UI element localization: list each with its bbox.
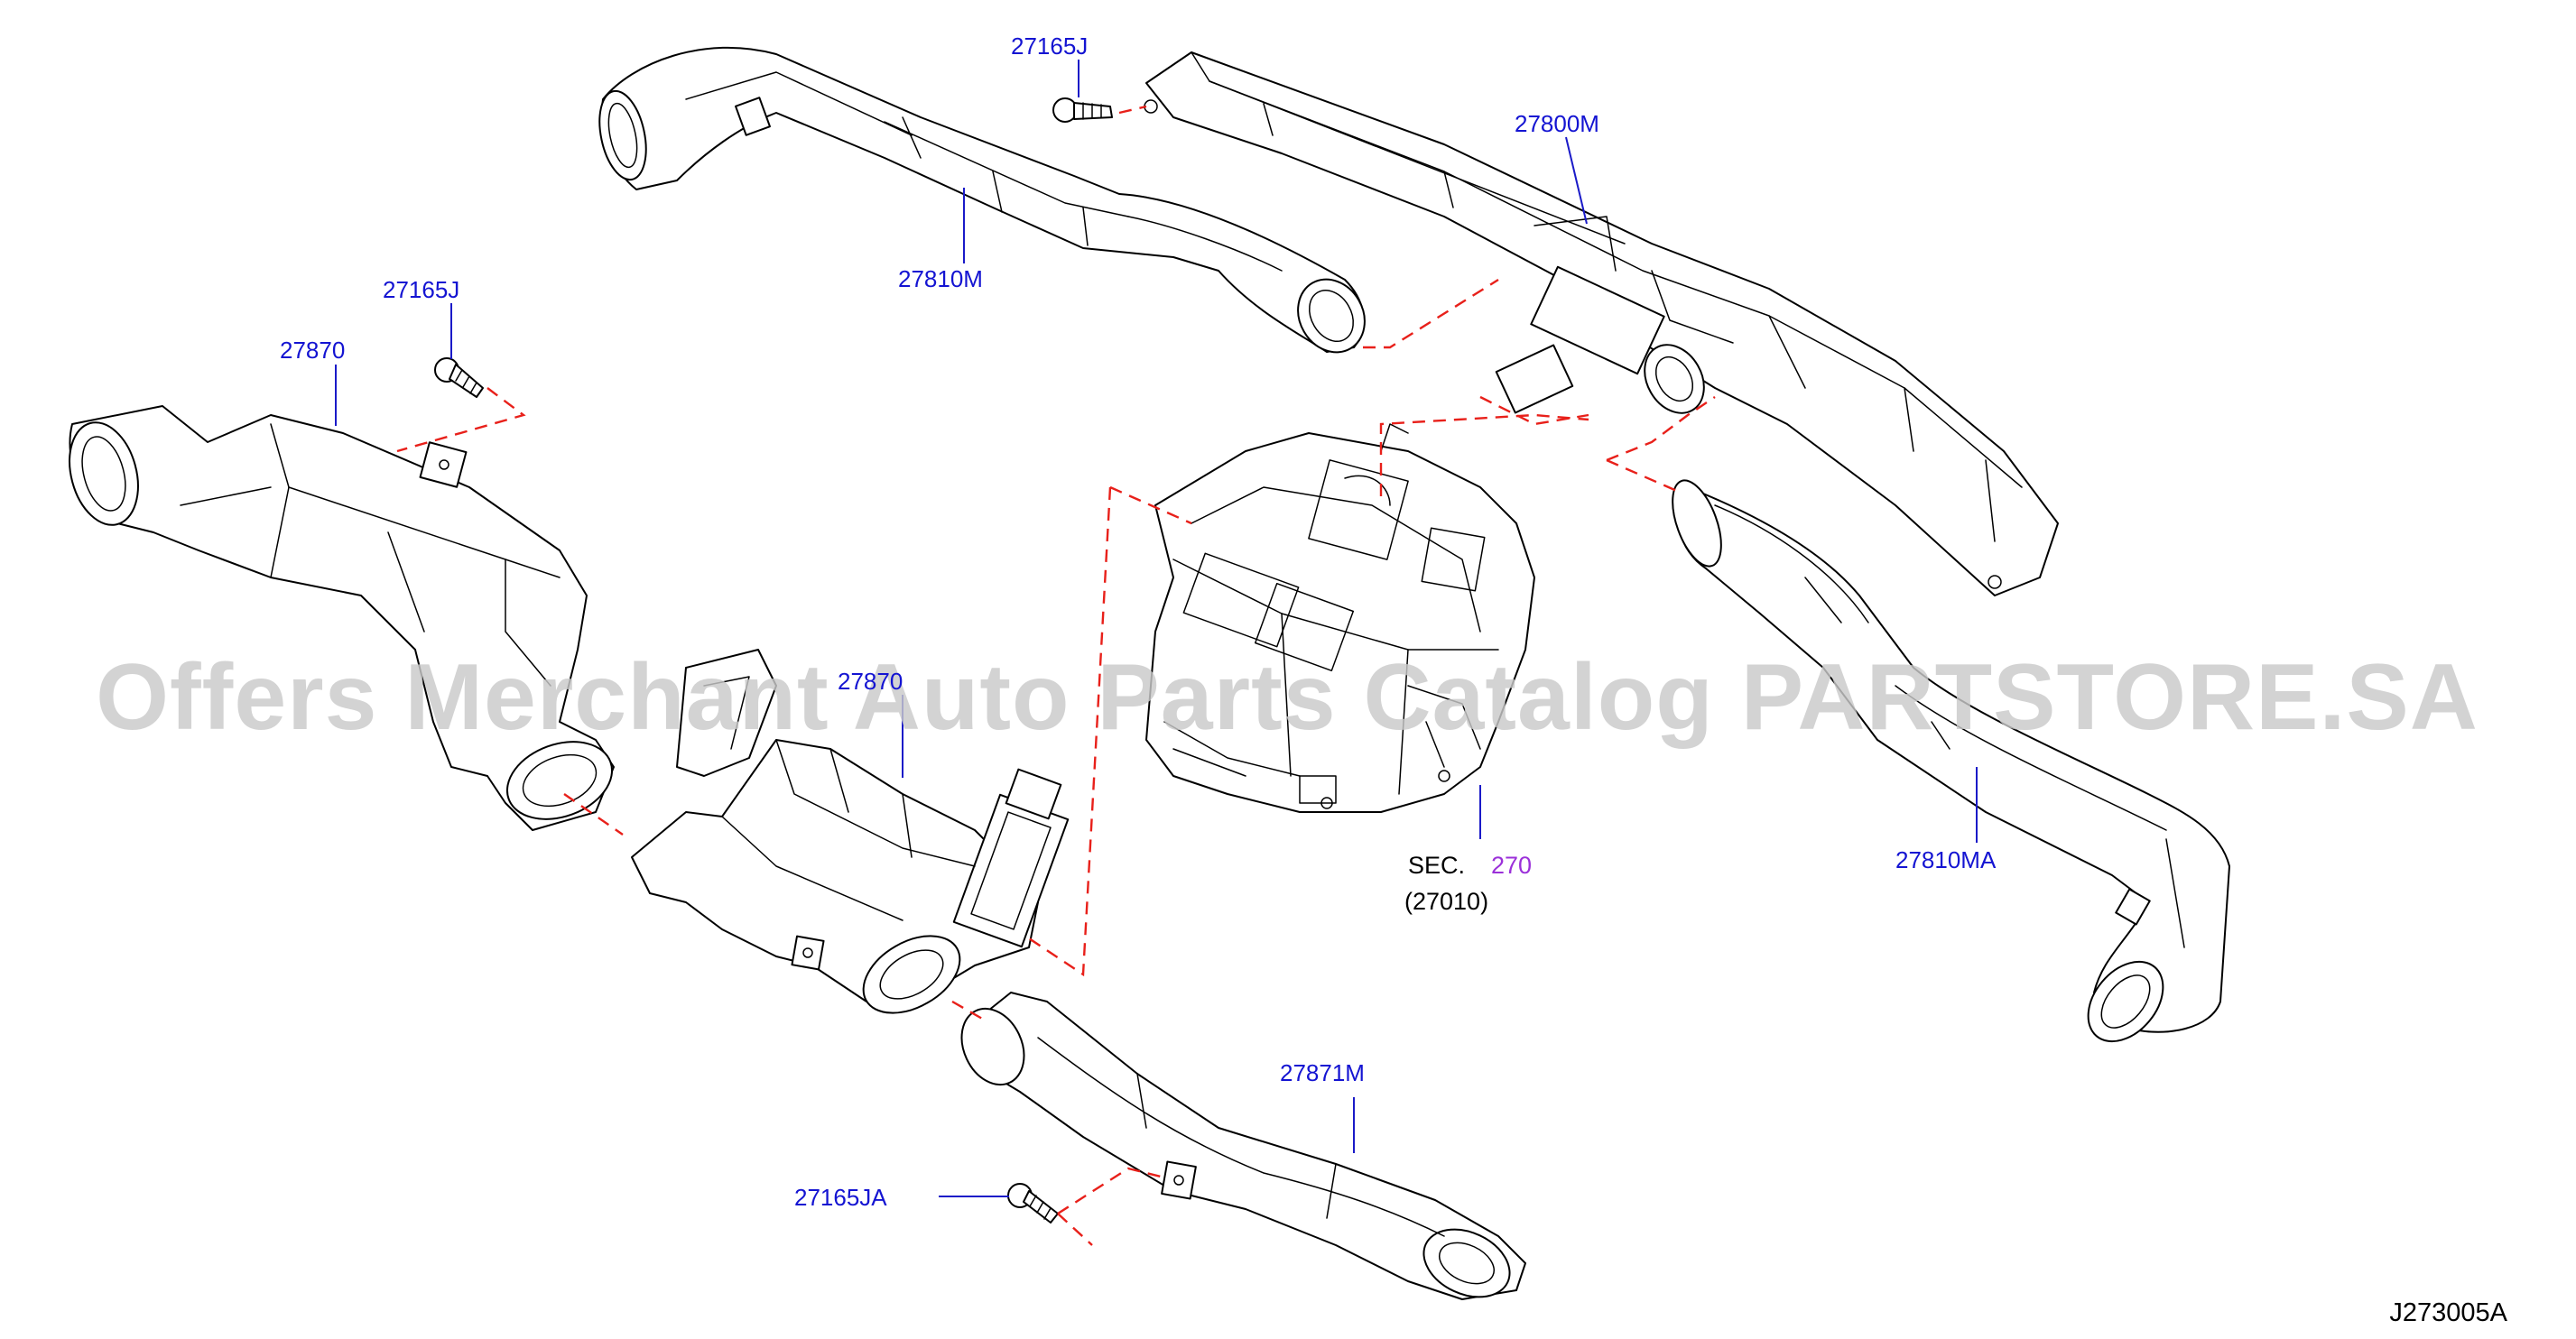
callout-leaders (335, 60, 1978, 1197)
heater-unit-sec-270[interactable] (1145, 423, 1535, 813)
callout-27810M[interactable]: 27810M (898, 265, 983, 292)
dashed-connectors (396, 105, 1716, 1246)
section-ref-number[interactable]: 270 (1491, 852, 1532, 879)
diagram-code: J273005A (2389, 1298, 2507, 1327)
callout-27810MA[interactable]: 27810MA (1895, 846, 1997, 873)
callout-27165J-top[interactable]: 27165J (1011, 32, 1088, 60)
clip-27165J-left[interactable] (434, 357, 484, 398)
section-ref-prefix: SEC. (1408, 852, 1465, 879)
duct-27871M[interactable] (950, 992, 1526, 1310)
callout-27800M[interactable]: 27800M (1515, 110, 1599, 137)
callout-27871M[interactable]: 27871M (1280, 1059, 1365, 1086)
watermark: Offers Merchant Auto Parts Catalog PARTS… (96, 645, 2479, 750)
duct-27810M[interactable] (592, 46, 1377, 365)
duct-27870-left[interactable] (59, 405, 623, 833)
callout-27165JA[interactable]: 27165JA (794, 1184, 887, 1211)
callout-27165J-left[interactable]: 27165J (383, 276, 459, 303)
clip-27165JA[interactable] (1007, 1183, 1059, 1224)
callout-27870[interactable]: 27870 (280, 337, 345, 364)
callout-27870-center[interactable]: 27870 (838, 668, 903, 695)
clip-27165J-top[interactable] (1052, 97, 1113, 123)
duct-27810MA[interactable] (1663, 474, 2230, 1056)
duct-27870-center[interactable] (631, 649, 1070, 1029)
duct-27800M[interactable] (1144, 51, 2059, 596)
section-ref-sub: (27010) (1404, 888, 1488, 915)
